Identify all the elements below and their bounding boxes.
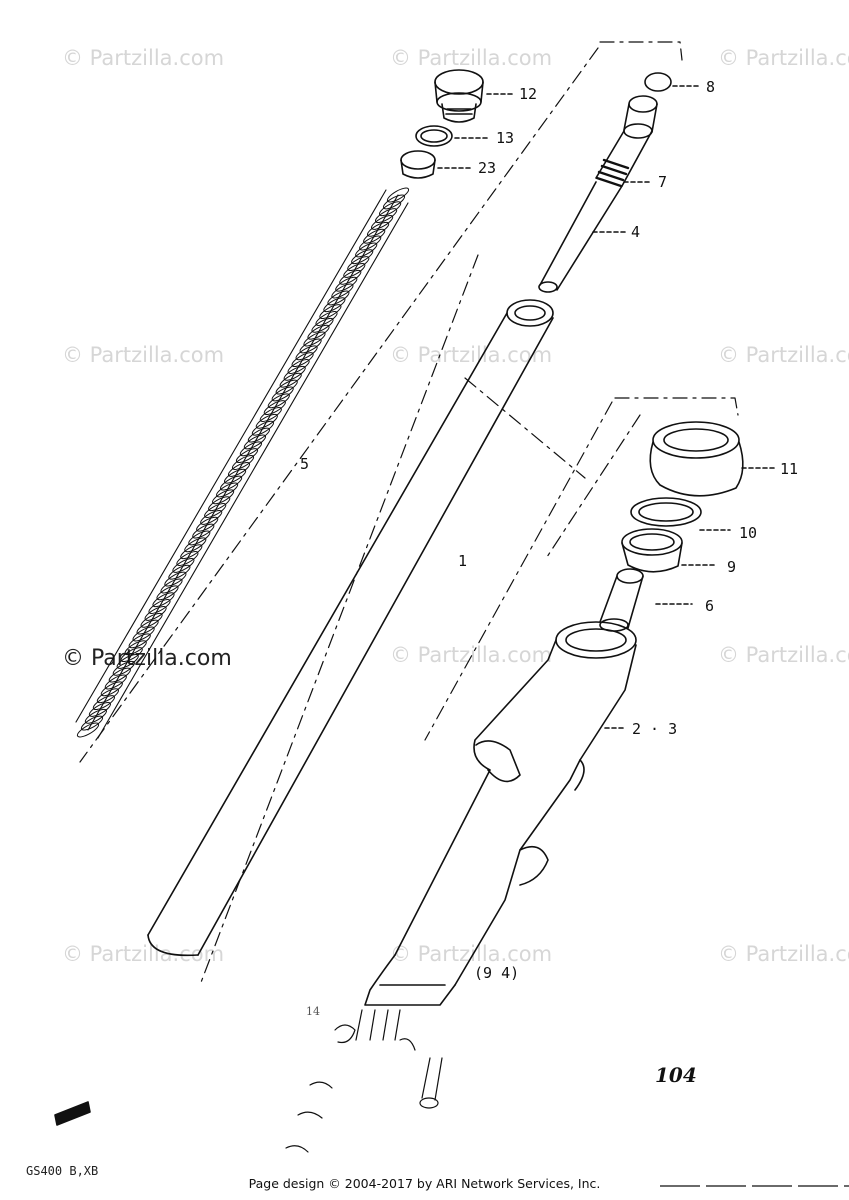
callout-9: 9 bbox=[727, 558, 737, 576]
callout-14: 14 bbox=[306, 1005, 320, 1018]
watermark: © Partzilla.com bbox=[718, 46, 849, 70]
o-ring-13-inner bbox=[420, 129, 448, 143]
lower-hardware bbox=[285, 1009, 443, 1153]
seat-6 bbox=[599, 568, 644, 632]
callout-12: 12 bbox=[519, 85, 538, 103]
dust-seal-11 bbox=[649, 421, 744, 497]
spring-coil bbox=[76, 722, 100, 738]
watermark: © Partzilla.com bbox=[390, 942, 553, 966]
callout-6: 6 bbox=[705, 597, 715, 615]
callout-11: 11 bbox=[780, 460, 799, 478]
watermark: © Partzilla.com bbox=[390, 343, 553, 367]
fork-spring-5 bbox=[75, 189, 409, 739]
o-ring-13 bbox=[415, 125, 453, 147]
watermark: © Partzilla.com bbox=[718, 643, 849, 667]
inner-tube-1 bbox=[147, 299, 554, 957]
cap-bolt-12 bbox=[434, 69, 484, 123]
fwd-arrow-icon bbox=[54, 1101, 91, 1126]
watermark: © Partzilla.com bbox=[62, 343, 225, 367]
callout-10: 10 bbox=[739, 524, 758, 542]
callout-8: 8 bbox=[706, 78, 716, 96]
watermark: © Partzilla.com bbox=[62, 46, 225, 70]
watermark: © Partzilla.com bbox=[718, 942, 849, 966]
callout-9-4: (9 4) bbox=[474, 964, 520, 982]
callout-2-3: 2 · 3 bbox=[632, 720, 678, 738]
callout-5: 5 bbox=[300, 455, 310, 473]
watermark-dark: © Partzilla.com bbox=[62, 646, 232, 671]
callout-7: 7 bbox=[658, 173, 668, 191]
footer-copyright: Page design © 2004-2017 by ARI Network S… bbox=[248, 1176, 601, 1191]
spring-coils bbox=[76, 187, 410, 738]
model-code: GS400 B,XB bbox=[26, 1164, 99, 1178]
watermark: © Partzilla.com bbox=[62, 942, 225, 966]
callout-4: 4 bbox=[631, 223, 641, 241]
callout-23: 23 bbox=[478, 159, 497, 177]
callout-1: 1 bbox=[458, 552, 468, 570]
ring-8 bbox=[644, 72, 672, 92]
oil-seal-9 bbox=[621, 528, 683, 573]
page-number: 104 bbox=[655, 1063, 697, 1087]
watermark: © Partzilla.com bbox=[390, 46, 553, 70]
stopper-ring-10 bbox=[630, 497, 702, 527]
watermark: © Partzilla.com bbox=[718, 343, 849, 367]
outer-tube-2-3 bbox=[364, 621, 637, 1006]
watermark: © Partzilla.com bbox=[390, 643, 553, 667]
assembly-guide-lines bbox=[79, 41, 739, 986]
callout-13: 13 bbox=[496, 129, 515, 147]
spacer-23 bbox=[400, 150, 436, 179]
damper-rod-4 bbox=[538, 95, 658, 293]
